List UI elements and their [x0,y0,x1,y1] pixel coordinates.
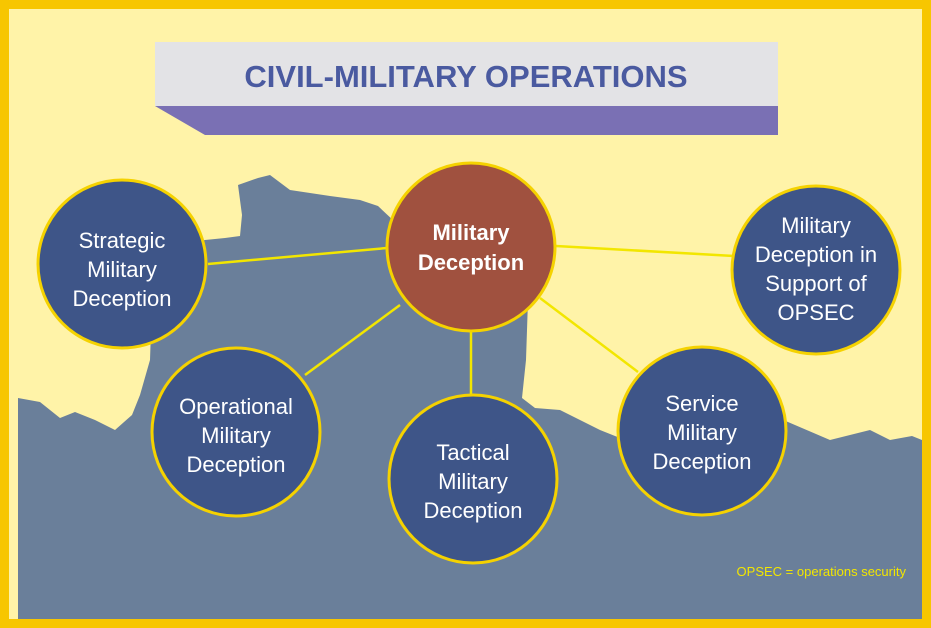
title-box [155,42,778,106]
connector-operational [304,303,401,377]
connector-opsec [555,244,735,258]
connector-strategic [207,246,388,266]
footnote: OPSEC = operations security [737,564,907,579]
page-title: CIVIL-MILITARY OPERATIONS [244,59,687,94]
connector-service [539,297,639,373]
title-underline-wedge [155,106,778,135]
